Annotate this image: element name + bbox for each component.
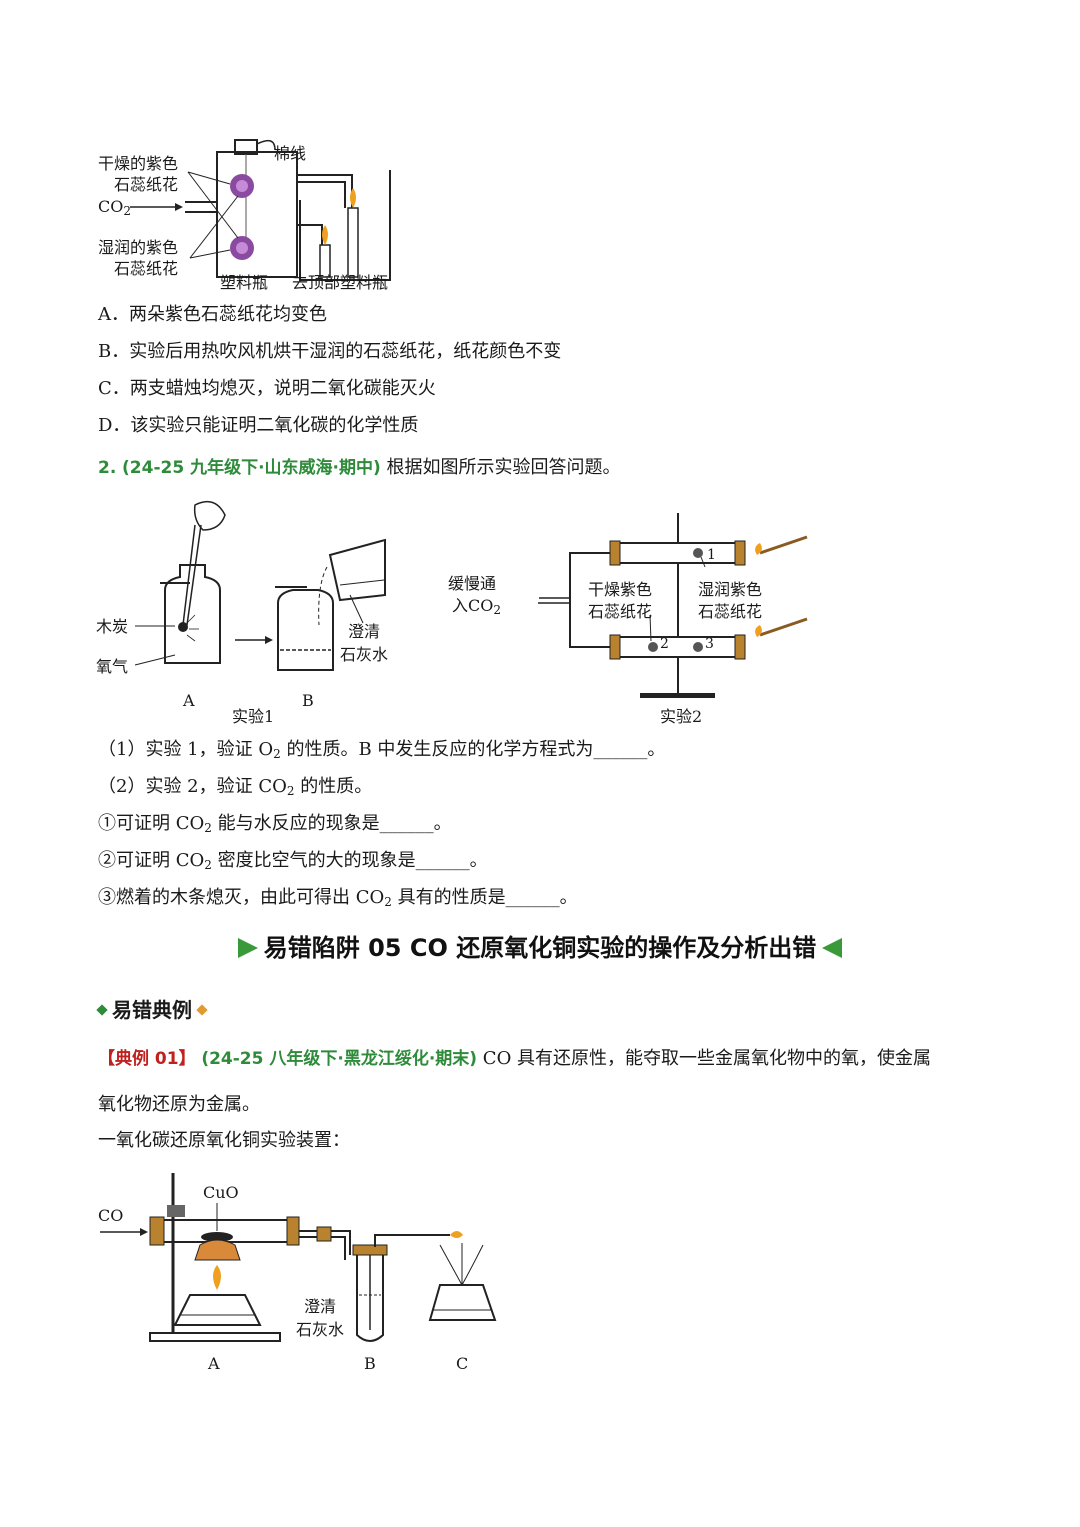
question-2-number: 2.: [98, 458, 117, 478]
label-flower-2: 2: [660, 636, 669, 652]
label-bottle-a: A: [183, 691, 195, 710]
option-c: C．两支蜡烛均熄灭，说明二氧化碳能灭火: [98, 378, 436, 399]
example-tag: 【典例 01】: [98, 1049, 196, 1069]
diamond-icon: [96, 1004, 108, 1016]
label-dry-purple-1: 干燥紫色: [588, 580, 653, 599]
label-cuo: CuO: [203, 1183, 239, 1202]
section-title: 易错陷阱 05 CO 还原氧化铜实验的操作及分析出错: [0, 928, 1080, 963]
label-dry-flower-1: 干燥的紫色: [98, 154, 179, 173]
q2-sub-1: ①可证明 CO2 能与水反应的现象是______。: [98, 813, 452, 835]
label-wet-purple-1: 湿润紫色: [698, 580, 763, 599]
label-flower-3: 3: [705, 636, 714, 652]
label-exp1: 实验1: [232, 707, 275, 726]
label-apparatus-b: B: [364, 1354, 376, 1373]
triangle-left-icon: [822, 938, 843, 958]
label-exp2: 实验2: [660, 707, 703, 726]
question-2-text: 根据如图所示实验回答问题。: [386, 457, 621, 478]
q2-part-2: （2）实验 2，验证 CO2 的性质。: [98, 776, 373, 798]
q2-sub-3: ③燃着的木条熄灭，由此可得出 CO2 具有的性质是______。: [98, 887, 578, 909]
figure-co-reduction: [95, 1165, 515, 1365]
option-b: B．实验后用热吹风机烘干湿润的石蕊纸花，纸花颜色不变: [98, 341, 562, 362]
label-wet-flower-1: 湿润的紫色: [98, 238, 179, 257]
example-01-line-2: 氧化物还原为金属。: [98, 1094, 260, 1115]
figure-co2-flowers-drawing: [130, 139, 391, 281]
sub-title: 易错典例: [96, 994, 208, 1023]
label-slow-2: 入CO2: [452, 596, 502, 617]
label-topless-bottle: 去顶部塑料瓶: [292, 273, 389, 292]
label-charcoal: 木炭: [96, 617, 129, 636]
label-flower-1: 1: [707, 547, 716, 563]
label-bottle: 塑料瓶: [220, 273, 269, 292]
label-wet-flower-2: 石蕊纸花: [114, 259, 179, 278]
question-2: 2. (24-25 九年级下·山东威海·期中) 根据如图所示实验回答问题。: [98, 455, 621, 481]
figure-experiments-drawing: [134, 500, 808, 698]
label-dry-flower-2: 石蕊纸花: [114, 175, 179, 194]
option-d: D．该实验只能证明二氧化碳的化学性质: [98, 415, 419, 436]
label-dry-purple-2: 石蕊纸花: [588, 602, 653, 621]
label-apparatus-c: C: [456, 1354, 469, 1373]
triangle-right-icon: [237, 938, 258, 958]
figure-co-reduction-drawing: [100, 1173, 497, 1342]
label-thread: 棉线: [274, 144, 307, 163]
example-01-line-1: 【典例 01】 (24-25 八年级下·黑龙江绥化·期末) CO 具有还原性，能…: [98, 1048, 932, 1069]
diamond-icon: [196, 1004, 208, 1016]
label-wet-purple-2: 石蕊纸花: [698, 602, 763, 621]
label-co2: CO2: [98, 197, 131, 218]
label-limewater-1: 澄清: [304, 1297, 337, 1316]
q2-sub-2: ②可证明 CO2 密度比空气的大的现象是______。: [98, 850, 488, 872]
label-oxygen: 氧气: [96, 657, 129, 676]
q2-part-1: （1）实验 1，验证 O2 的性质。B 中发生反应的化学方程式为______。: [98, 739, 666, 761]
figure-co2-flowers: [90, 130, 420, 300]
label-limewater-2: 石灰水: [340, 645, 389, 664]
example-source: (24-25 八年级下·黑龙江绥化·期末): [201, 1049, 478, 1069]
option-a: A．两朵紫色石蕊纸花均变色: [98, 304, 327, 325]
question-2-source: (24-25 九年级下·山东威海·期中): [122, 458, 381, 478]
figure-experiments: [95, 495, 835, 735]
label-bottle-b: B: [302, 691, 314, 710]
label-apparatus-a: A: [208, 1354, 220, 1373]
label-limewater-2: 石灰水: [296, 1320, 345, 1339]
label-limewater-1: 澄清: [348, 622, 381, 641]
label-slow-1: 缓慢通: [448, 574, 497, 593]
label-co: CO: [98, 1206, 124, 1225]
example-01-line-3: 一氧化碳还原氧化铜实验装置：: [98, 1130, 350, 1151]
